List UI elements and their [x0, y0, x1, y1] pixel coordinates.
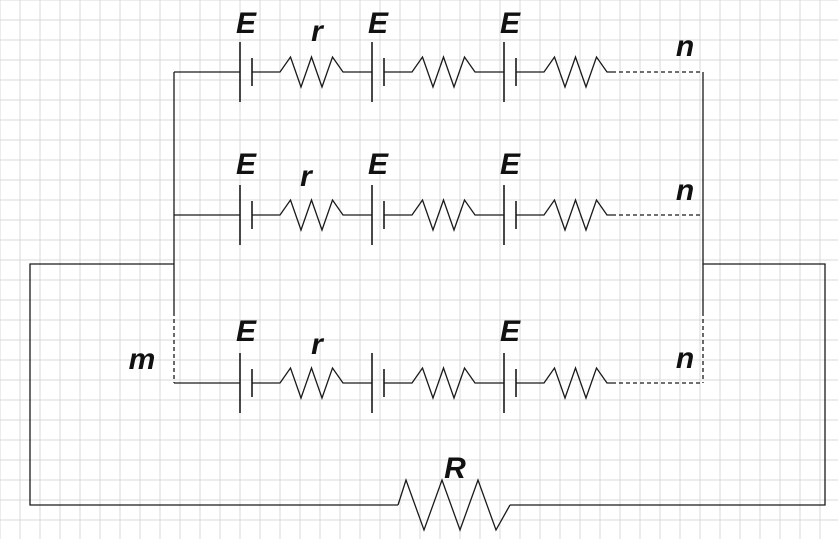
internal-resistor: [275, 366, 348, 400]
battery-rows: [174, 42, 703, 413]
row3-emf-label-1: E: [236, 315, 257, 348]
diagram-labels: E r E E n E r E E n E r E n m R: [129, 7, 695, 485]
left-outer-wire: [29, 263, 398, 506]
row1-emf-label-2: E: [368, 7, 389, 40]
battery-row-3: [174, 353, 703, 413]
battery-row-1: [174, 42, 703, 102]
m-label: m: [129, 343, 156, 376]
row1-r-label: r: [311, 15, 325, 48]
row2-emf-label-3: E: [500, 148, 521, 181]
row1-emf-label-1: E: [236, 7, 257, 40]
battery-row-2: [174, 185, 703, 245]
right-outer-wire: [510, 263, 826, 506]
internal-resistor: [539, 366, 612, 400]
internal-resistor: [539, 55, 612, 89]
row1-n-label: n: [676, 30, 694, 63]
row2-n-label: n: [676, 174, 694, 207]
internal-resistor: [407, 198, 480, 232]
row3-r-label: r: [311, 328, 325, 361]
row3-emf-label-2: E: [500, 315, 521, 348]
internal-resistor: [275, 55, 348, 89]
load-resistor: [397, 477, 511, 532]
row2-r-label: r: [300, 160, 314, 193]
R-label: R: [444, 452, 466, 485]
outer-circuit: [29, 72, 826, 532]
internal-resistor: [539, 198, 612, 232]
row3-n-label: n: [676, 342, 694, 375]
row1-emf-label-3: E: [500, 7, 521, 40]
row2-emf-label-1: E: [236, 148, 257, 181]
row2-emf-label-2: E: [368, 148, 389, 181]
internal-resistor: [275, 198, 348, 232]
internal-resistor: [407, 366, 480, 400]
internal-resistor: [407, 55, 480, 89]
